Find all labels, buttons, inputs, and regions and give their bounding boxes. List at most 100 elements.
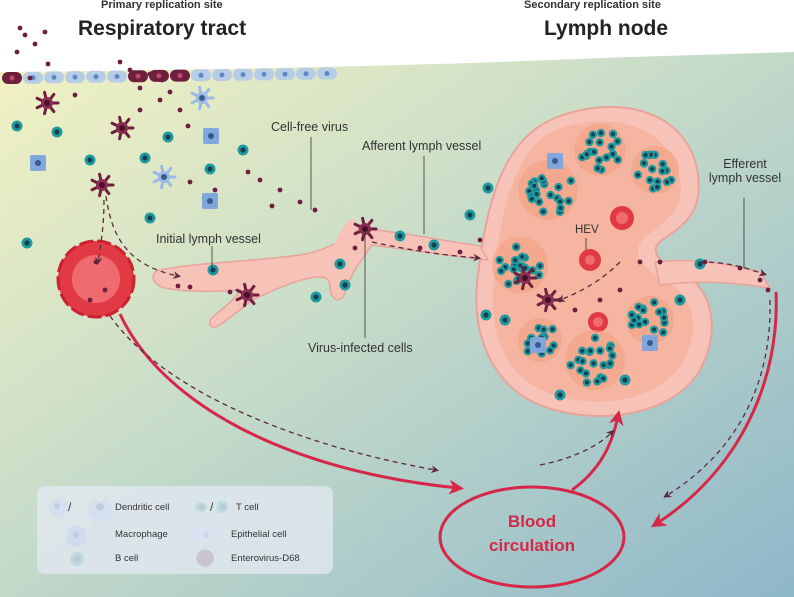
- virus-particle: [42, 29, 48, 35]
- epithelial-cell: [212, 69, 232, 81]
- epithelial-cell: [44, 71, 64, 84]
- virus-particle: [765, 287, 771, 293]
- virus-particle: [212, 187, 218, 193]
- virus-particle: [417, 245, 423, 251]
- virus-particle: [137, 107, 143, 113]
- infected-epithelial-cell: [2, 72, 22, 84]
- virus-particles: [14, 25, 771, 313]
- infected-dendritic-cell: [513, 265, 538, 291]
- efferent-label-line2: lymph vessel: [708, 171, 782, 185]
- follicle: [574, 124, 626, 176]
- virus-particle: [72, 92, 78, 98]
- primary-site-subtitle: Primary replication site: [101, 0, 223, 11]
- virus-particle: [102, 287, 108, 293]
- label-leaders: [211, 137, 745, 338]
- virus-particle: [117, 59, 123, 65]
- virus-particle: [93, 259, 99, 265]
- epithelial-cell: [296, 67, 316, 80]
- cell-free-virus-label: Cell-free virus: [271, 120, 349, 134]
- epithelial-cell: [86, 70, 106, 83]
- virus-particle: [457, 249, 463, 255]
- hev-vessels: [579, 206, 634, 332]
- virus-particle: [277, 187, 283, 193]
- immune-cells: [11, 85, 706, 401]
- macrophage: [202, 193, 218, 209]
- virus-particle: [597, 297, 603, 303]
- epithelial-cell: [23, 71, 43, 84]
- virus-spread-arrows: [94, 195, 771, 498]
- blood-vessel: [56, 239, 136, 319]
- legend-t-cell: T cell: [236, 502, 259, 513]
- efferent-lymph-vessel-label: Efferent lymph vessel: [700, 157, 790, 185]
- virus-particle: [147, 71, 153, 77]
- efferent-label-line1: Efferent: [723, 157, 767, 171]
- virus-particle: [269, 203, 275, 209]
- blood-circulation-ellipse: [438, 485, 626, 589]
- virus-particle: [32, 41, 38, 47]
- epithelial-cell: [107, 70, 127, 83]
- infected-epithelial-cell: [128, 70, 148, 83]
- infected-dendritic-cell: [235, 282, 260, 308]
- infected-epithelial-cell: [149, 69, 169, 82]
- virus-particle: [637, 259, 643, 265]
- infected-dendritic-cell: [110, 115, 135, 141]
- blood-circulation-line2: circulation: [489, 536, 575, 555]
- macrophage: [203, 128, 219, 144]
- virus-particle: [245, 169, 251, 175]
- follicle: [626, 296, 674, 344]
- dendritic-cell: [152, 164, 177, 190]
- macrophage: [547, 153, 563, 169]
- virus-particle: [167, 89, 173, 95]
- blood-circulation-label: Blood circulation: [462, 510, 602, 558]
- virus-particle: [27, 75, 33, 81]
- virus-particle: [227, 289, 233, 295]
- t-cell-separator: /: [210, 500, 214, 514]
- follicle: [631, 146, 679, 194]
- virus-particle: [297, 199, 303, 205]
- virus-particle: [572, 307, 578, 313]
- blood-circulation-line1: Blood: [507, 512, 557, 531]
- legend-epithelial-cell: Epithelial cell: [231, 529, 287, 540]
- virus-particle: [177, 107, 183, 113]
- virus-particle: [157, 97, 163, 103]
- macrophage: [30, 155, 46, 171]
- macrophage: [530, 337, 546, 353]
- hev-label: HEV: [575, 224, 599, 236]
- follicle: [565, 330, 625, 390]
- dendritic-separator: /: [68, 500, 72, 514]
- virus-particle: [257, 177, 263, 183]
- lymph-follicles: [492, 124, 679, 390]
- virus-particle: [175, 283, 181, 289]
- virus-particle: [757, 277, 763, 283]
- virus-particle: [22, 32, 28, 38]
- legend-macrophage: Macrophage: [115, 529, 168, 540]
- infected-dendritic-cell: [353, 216, 378, 242]
- circulation-arrows: [118, 291, 778, 528]
- infected-epithelial-cell: [170, 69, 190, 82]
- virus-particle: [557, 297, 563, 303]
- virus-infected-cells-label: Virus-infected cells: [308, 341, 413, 355]
- virus-particle: [17, 25, 23, 31]
- follicle: [492, 237, 548, 293]
- virus-particle: [185, 123, 191, 129]
- infected-dendritic-cell: [90, 172, 115, 198]
- epithelial-cell: [254, 68, 274, 81]
- legend-b-cell: B cell: [115, 553, 139, 564]
- macrophage: [642, 335, 658, 351]
- epithelial-cell: [275, 68, 295, 81]
- virus-particle: [45, 61, 51, 67]
- legend-panel: [37, 486, 333, 574]
- legend-dendritic-cell: Dendritic cell: [115, 502, 170, 513]
- epithelial-cell: [233, 68, 253, 81]
- dendritic-cell: [190, 85, 215, 111]
- virus-particle: [14, 49, 20, 55]
- virus-particle: [87, 297, 93, 303]
- virus-particle: [352, 245, 358, 251]
- infected-dendritic-cell: [35, 90, 60, 116]
- epithelial-layer: [2, 67, 337, 84]
- secondary-site-subtitle: Secondary replication site: [524, 0, 661, 11]
- virus-particle: [187, 179, 193, 185]
- epithelial-cell: [317, 67, 337, 80]
- primary-site-title: Respiratory tract: [78, 17, 247, 40]
